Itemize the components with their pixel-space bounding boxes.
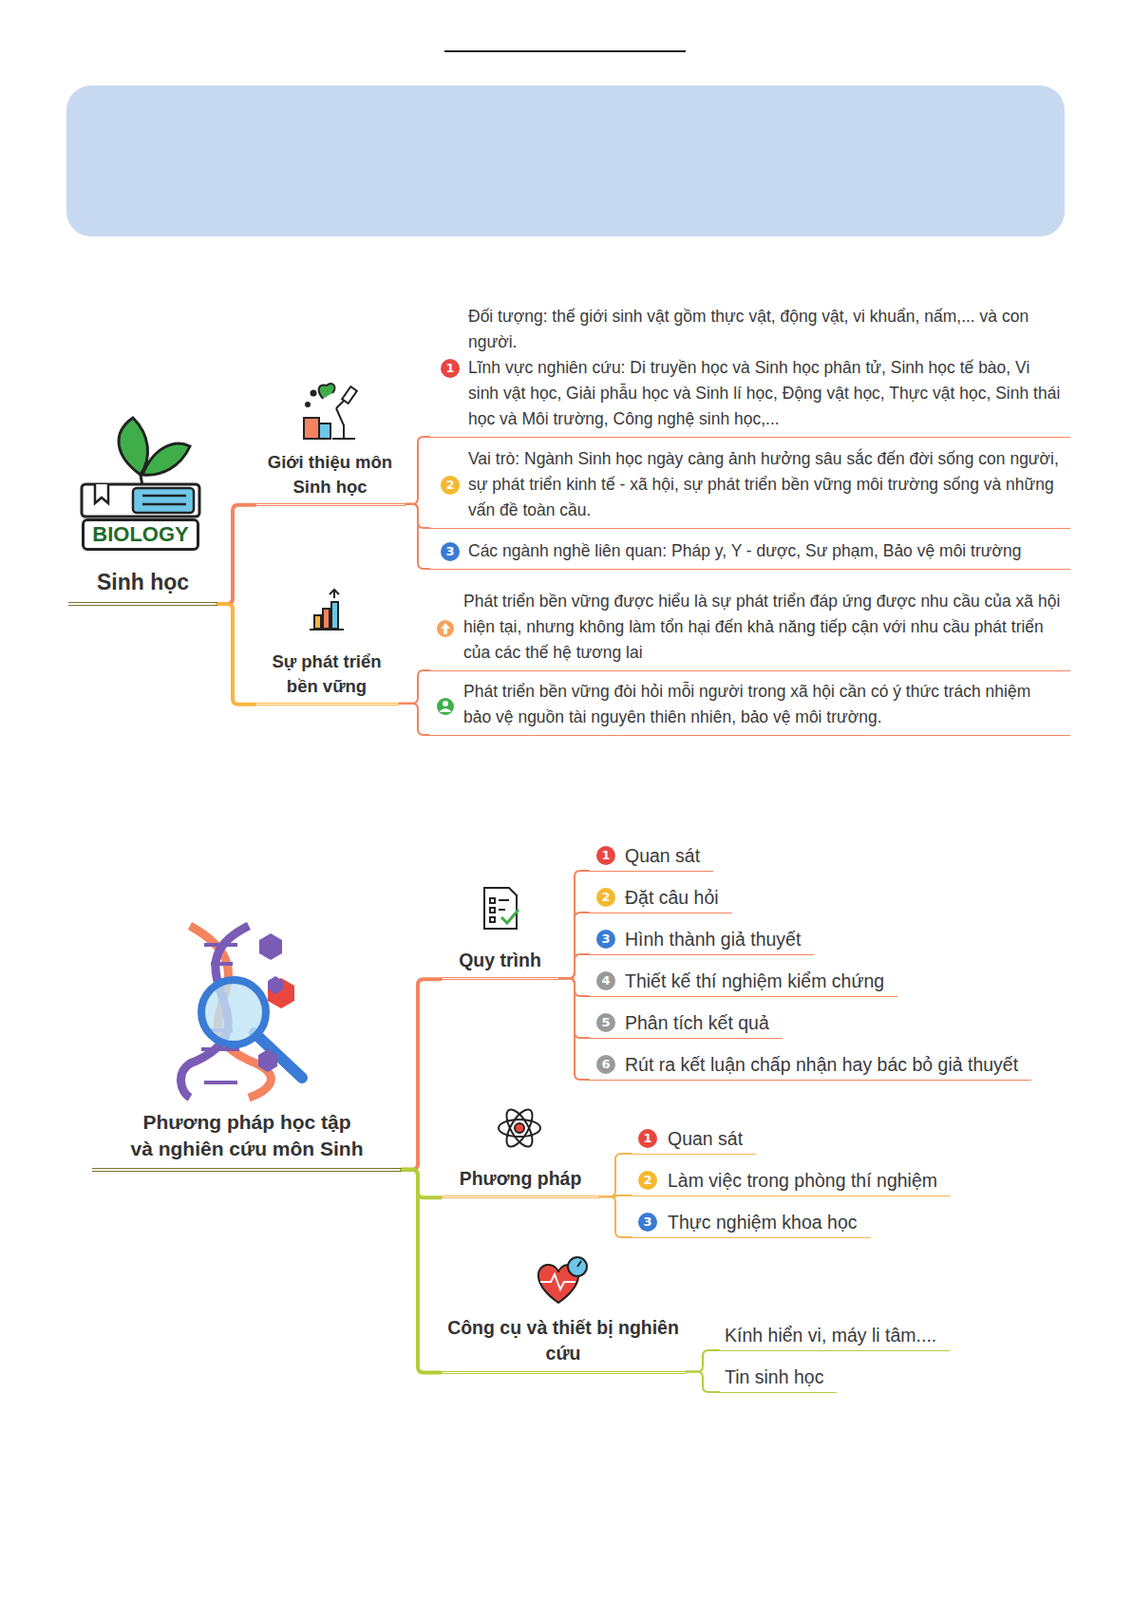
callout-number: 6 [596, 1055, 616, 1075]
bracket-connector [401, 1169, 441, 1199]
leaf-item: Vai trò: Ngành Sinh học ngày càng ảnh hư… [429, 444, 1071, 529]
bracket-connector [405, 436, 430, 505]
callout-number: 1 [638, 1129, 658, 1149]
heart-icon [538, 1257, 587, 1303]
node-text: Sự phát triển bền vững [254, 649, 399, 699]
node-text: Vai trò: Ngành Sinh học ngày càng ảnh hư… [468, 446, 1063, 524]
node-text: Phát triển bền vững được hiểu là sự phát… [463, 588, 1063, 666]
callout-number: 2 [638, 1170, 658, 1190]
leaf-item: Đối tượng: thế giới sinh vật gồm thực vậ… [429, 301, 1071, 438]
leaf-item: Thiết kế thí nghiệm kiểm chứng 4 [588, 966, 898, 998]
node-text: Thực nghiệm khoa học [667, 1209, 858, 1235]
leaf-item: Đặt câu hỏi 2 [588, 883, 733, 914]
callout-number: 4 [596, 971, 616, 991]
leaf-icons [436, 620, 454, 716]
callout-number: 5 [596, 1013, 616, 1033]
leaf-item: Phát triển bền vững đòi hỏi mỗi người tr… [429, 677, 1071, 736]
callout-number: 1 [440, 358, 460, 378]
chart-icon [309, 589, 344, 630]
bracket-connector [685, 1350, 719, 1373]
node-text: Giới thiệu môn Sinh học [254, 450, 406, 500]
bracket-connector [600, 1196, 632, 1238]
callout-number: 1 [596, 846, 616, 866]
icon-label: BIOLOGY [81, 518, 200, 551]
atom-icon [498, 1105, 541, 1151]
node-text: Phát triển bền vững đòi hỏi mỗi người tr… [463, 679, 1063, 731]
leaf-item: Quan sát 1 [588, 841, 714, 872]
root-topic: Phương pháp học tập và nghiên cứu môn Si… [92, 1109, 402, 1172]
callout-number: 3 [440, 542, 460, 562]
callout-number: 3 [596, 929, 616, 949]
leaf-item: Tin sinh học [718, 1362, 837, 1394]
node-text: Hình thành giả thuyết [624, 926, 801, 952]
bracket-connector [398, 670, 430, 704]
branch-topic: Công cụ và thiết bị nghiên cứu [440, 1315, 686, 1375]
biology-icon [81, 417, 200, 517]
leaf-item: Thực nghiệm khoa học 3 [631, 1207, 871, 1239]
node-text: Rút ra kết luận chấp nhận hay bác bỏ giả… [624, 1052, 1019, 1077]
leaf-item: Quan sát 1 [631, 1124, 756, 1155]
leaf-item: Kính hiển vi, máy li tâm.... [718, 1320, 950, 1352]
root-topic: Sinh học [68, 567, 218, 606]
node-text: Sinh học [68, 567, 218, 598]
bracket-connector [685, 1372, 719, 1393]
node-text: Công cụ và thiết bị nghiên cứu [440, 1315, 686, 1368]
leaf-item: Phân tích kết quả 5 [588, 1008, 783, 1039]
branch-topic: Quy trình [440, 947, 560, 981]
bracket-connector [559, 912, 589, 979]
node-text: Làm việc trong phòng thí nghiệm [667, 1168, 938, 1193]
bracket-connector [559, 870, 589, 979]
bracket-connector [217, 603, 255, 705]
checklist-icon [484, 887, 519, 929]
callout-number: 2 [440, 475, 460, 495]
title-banner [66, 85, 1065, 237]
bracket-connector [405, 504, 430, 569]
branch-topic: Phương pháp [440, 1166, 601, 1199]
callout-number: 2 [596, 887, 616, 907]
node-text: Quy trình [440, 947, 560, 974]
node-text: Phương pháp học tập và nghiên cứu môn Si… [92, 1109, 402, 1164]
node-text: Các ngành nghề liên quan: Pháp y, Y - dư… [468, 538, 1063, 565]
leaf-item: Rút ra kết luận chấp nhận hay bác bỏ giả… [588, 1050, 1032, 1081]
callout-number: 3 [638, 1212, 658, 1232]
node-text: Đặt câu hỏi [624, 885, 719, 910]
node-text: Lĩnh vực nghiên cứu: Di truyền học và Si… [468, 355, 1063, 433]
node-text: Tin sinh học [724, 1364, 824, 1390]
leaf-item: Hình thành giả thuyết 3 [588, 924, 814, 956]
bracket-connector [401, 1169, 441, 1374]
dna-icon [181, 925, 302, 1098]
node-text: Đối tượng: thế giới sinh vật gồm thực vậ… [468, 303, 1063, 356]
microscope-icon [303, 383, 358, 439]
node-text: Quan sát [667, 1126, 743, 1151]
bracket-connector [217, 505, 255, 604]
branch-topic: Sự phát triển bền vững [254, 649, 399, 706]
bracket-connector [401, 979, 441, 1170]
leaf-item: Phát triển bền vững được hiểu là sự phát… [429, 586, 1071, 672]
bracket-connector [398, 703, 430, 736]
node-text: Phân tích kết quả [624, 1010, 770, 1036]
top-rule [444, 50, 686, 53]
node-text: Thiết kế thí nghiệm kiểm chứng [624, 968, 885, 994]
node-text: Quan sát [624, 843, 700, 868]
node-text: Kính hiển vi, máy li tâm.... [724, 1322, 937, 1348]
node-text: Phương pháp [440, 1166, 601, 1192]
branch-topic: Giới thiệu môn Sinh học [254, 450, 406, 507]
leaf-item: Làm việc trong phòng thí nghiệm 2 [631, 1166, 951, 1197]
bracket-connector [559, 954, 589, 979]
leaf-item: Các ngành nghề liên quan: Pháp y, Y - dư… [429, 536, 1071, 570]
bracket-connector [559, 978, 589, 1080]
bracket-connector [600, 1153, 632, 1197]
